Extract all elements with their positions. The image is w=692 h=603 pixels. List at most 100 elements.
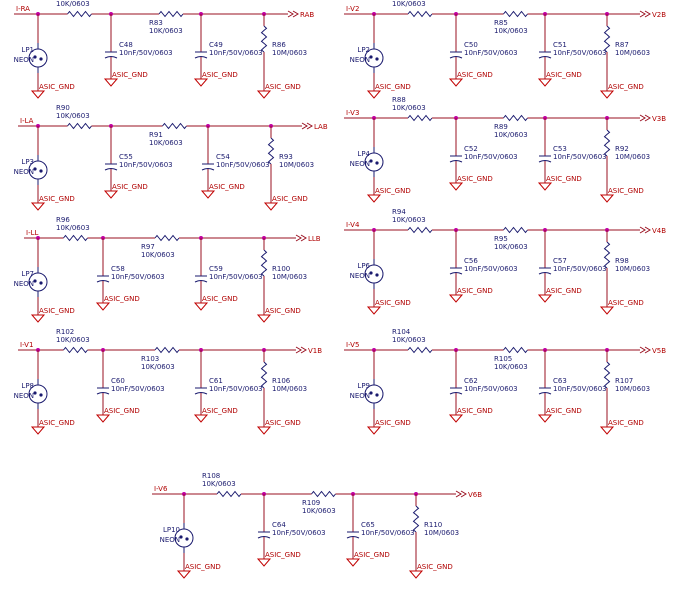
lamp-type-label: NEON (14, 392, 34, 400)
capacitor-ref-label: C57 (553, 257, 567, 265)
ground-symbol: ASIC_GND (30, 195, 75, 211)
resistor-ref-label: R97 (141, 243, 155, 251)
output-net-label: V1B (308, 347, 322, 355)
ground-symbol: ASIC_GND (95, 295, 140, 311)
lamp-ref-label: LP9 (357, 382, 370, 390)
ground-label: ASIC_GND (265, 551, 301, 559)
ground-label: ASIC_GND (546, 71, 582, 79)
ground-label: ASIC_GND (608, 299, 644, 307)
ground-label: ASIC_GND (39, 307, 75, 315)
resistor-value-label: 10K/0603 (141, 251, 175, 259)
ground-symbol: ASIC_GND (193, 71, 238, 87)
ground-label: ASIC_GND (546, 407, 582, 415)
resistor-value-label: 10M/0603 (424, 529, 459, 537)
ground-label: ASIC_GND (202, 295, 238, 303)
lamp-type-label: NEON (350, 56, 370, 64)
ground-symbol: ASIC_GND (448, 175, 493, 191)
resistor-value-label: 10K/0603 (141, 363, 175, 371)
lamp-ref-label: LP3 (21, 158, 34, 166)
input-net-label: I-V4 (346, 221, 360, 229)
ground-symbol: ASIC_GND (599, 419, 644, 435)
resistor-ref-label: R88 (392, 96, 406, 104)
ground-symbol: ASIC_GND (345, 551, 390, 567)
capacitor-value-label: 10nF/50V/0603 (209, 273, 263, 281)
ground-symbol: ASIC_GND (537, 175, 582, 191)
capacitor-ref-label: C54 (216, 153, 230, 161)
neon-lamp-symbol (364, 43, 384, 73)
output-net-label: V5B (652, 347, 666, 355)
ground-symbol: ASIC_GND (448, 407, 493, 423)
ground-label: ASIC_GND (546, 175, 582, 183)
resistor-value-label: 10K/0603 (392, 0, 426, 8)
ground-label: ASIC_GND (112, 71, 148, 79)
ground-symbol: ASIC_GND (256, 419, 301, 435)
resistor-ref-label: R105 (494, 355, 512, 363)
lamp-ref-label: LP6 (357, 262, 370, 270)
ground-label: ASIC_GND (608, 419, 644, 427)
input-net-label: I-RA (16, 5, 30, 13)
resistor-value-label: 10M/0603 (272, 273, 307, 281)
resistor-ref-label: R92 (615, 145, 629, 153)
resistor-ref-label: R91 (149, 131, 163, 139)
capacitor-value-label: 10nF/50V/0603 (464, 153, 518, 161)
output-net-label: LAB (314, 123, 328, 131)
capacitor-value-label: 10nF/50V/0603 (111, 385, 165, 393)
ground-label: ASIC_GND (265, 307, 301, 315)
input-net-label: I-LL (26, 229, 38, 237)
resistor-ref-label: R85 (494, 19, 508, 27)
ground-label: ASIC_GND (457, 407, 493, 415)
capacitor-value-label: 10nF/50V/0603 (111, 273, 165, 281)
ground-label: ASIC_GND (608, 83, 644, 91)
ground-symbol: ASIC_GND (176, 563, 221, 579)
ground-label: ASIC_GND (546, 287, 582, 295)
neon-lamp-symbol (28, 267, 48, 297)
ground-label: ASIC_GND (608, 187, 644, 195)
output-net-label: V4B (652, 227, 666, 235)
resistor-value-label: 10K/0603 (392, 216, 426, 224)
capacitor-value-label: 10nF/50V/0603 (553, 153, 607, 161)
ground-symbol: ASIC_GND (599, 83, 644, 99)
resistor-value-label: 10M/0603 (615, 49, 650, 57)
ground-symbol: ASIC_GND (200, 183, 245, 199)
ground-symbol: ASIC_GND (366, 419, 411, 435)
input-net-label: I-V2 (346, 5, 359, 13)
lamp-ref-label: LP7 (21, 270, 34, 278)
resistor-ref-label: R86 (272, 41, 286, 49)
lamp-ref-label: LP4 (357, 150, 370, 158)
ground-label: ASIC_GND (265, 83, 301, 91)
capacitor-ref-label: C55 (119, 153, 133, 161)
ground-symbol: ASIC_GND (537, 71, 582, 87)
input-net-label: I-V3 (346, 109, 359, 117)
ground-label: ASIC_GND (202, 407, 238, 415)
capacitor-ref-label: C51 (553, 41, 567, 49)
ground-label: ASIC_GND (417, 563, 453, 571)
output-net-label: LLB (308, 235, 321, 243)
ground-symbol: ASIC_GND (256, 307, 301, 323)
resistor-ref-label: R100 (272, 265, 290, 273)
ground-symbol: ASIC_GND (103, 71, 148, 87)
resistor-value-label: 10K/0603 (202, 480, 236, 488)
resistor-ref-label: R93 (279, 153, 293, 161)
filter-circuit: ASIC_GND ASIC_GND ASIC_GND ASIC_GND I-LL LLB L… (14, 216, 321, 323)
input-net-label: I-V1 (20, 341, 33, 349)
capacitor-value-label: 10nF/50V/0603 (209, 49, 263, 57)
resistor-ref-label: R83 (149, 19, 163, 27)
ground-symbol: ASIC_GND (193, 407, 238, 423)
ground-label: ASIC_GND (104, 407, 140, 415)
lamp-type-label: NEON (14, 168, 34, 176)
resistor-ref-label: R87 (615, 41, 629, 49)
capacitor-ref-label: C48 (119, 41, 133, 49)
ground-symbol: ASIC_GND (193, 295, 238, 311)
lamp-type-label: NEON (350, 272, 370, 280)
capacitor-ref-label: C50 (464, 41, 478, 49)
output-net-label: V6B (468, 491, 482, 499)
ground-label: ASIC_GND (375, 419, 411, 427)
resistor-value-label: 10M/0603 (615, 385, 650, 393)
capacitor-value-label: 10nF/50V/0603 (464, 265, 518, 273)
ground-label: ASIC_GND (39, 83, 75, 91)
ground-label: ASIC_GND (185, 563, 221, 571)
